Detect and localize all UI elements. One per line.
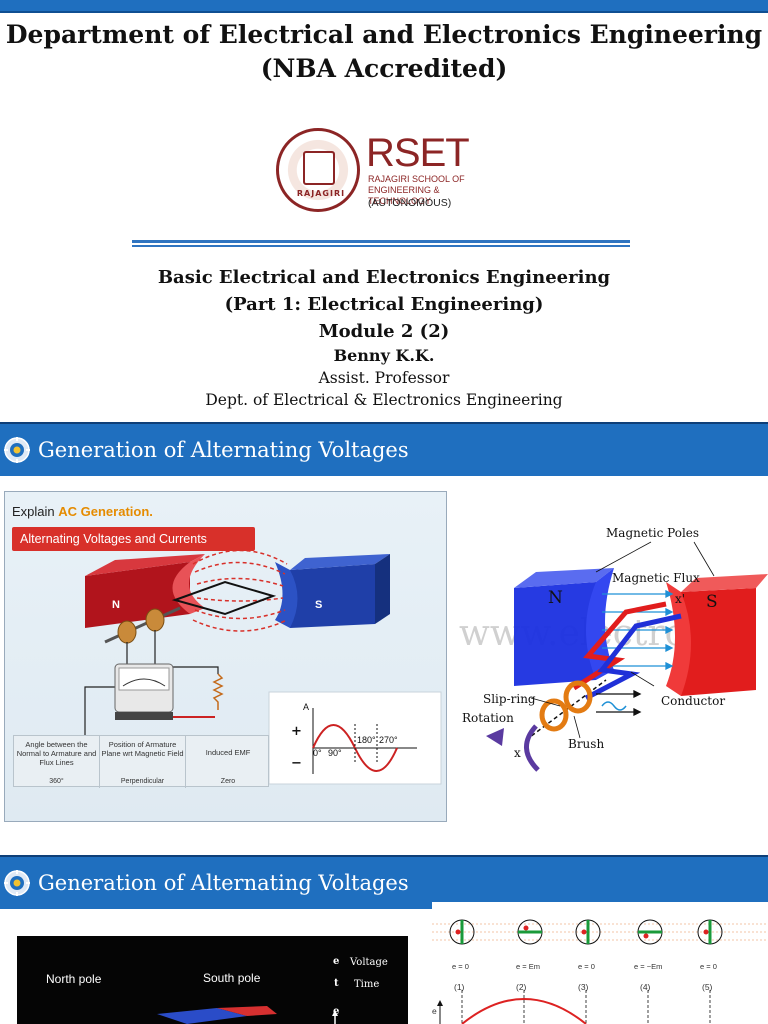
logo-brand: RSET (366, 131, 470, 175)
department-title-line2: (NBA Accredited) (260, 54, 508, 83)
legend-time: Time (354, 979, 380, 990)
label-brush: Brush (568, 737, 605, 751)
label-conductor: Conductor (661, 694, 726, 708)
slide2-band-top-edge (0, 422, 768, 424)
rset-logo: RAJAGIRI RSET RAJAGIRI SCHOOL OF ENGINEE… (276, 128, 498, 220)
topic-banner: Alternating Voltages and Currents (12, 527, 255, 551)
course-line3: Module 2 (2) (318, 321, 450, 342)
rajagiri-seal-icon: RAJAGIRI (276, 128, 360, 212)
phase-pos-1: (1) (454, 982, 465, 992)
phase-sequence-image: e = 0 e = Em e = 0 e = −Em e = 0 (1) (2)… (432, 902, 768, 1024)
table-col1-value: 360° (49, 778, 64, 785)
table-col1: Angle between the Normal to Armature and… (14, 736, 100, 788)
label-x: x (514, 746, 521, 760)
phase-pos-4: (4) (640, 982, 651, 992)
slide3-title-band: Generation of Alternating Voltages (0, 857, 768, 909)
emf-table: Angle between the Normal to Armature and… (13, 735, 270, 788)
phase-drawings (432, 919, 768, 1024)
legend-e-symbol: e (333, 956, 340, 967)
label-magnetic-flux: Magnetic Flux (612, 571, 700, 585)
label-magnetic-poles: Magnetic Poles (606, 526, 700, 540)
table-col3-value: Zero (220, 778, 236, 785)
course-line2: (Part 1: Electrical Engineering) (224, 294, 544, 315)
logo-line2: ENGINEERING & TECHNOLOGY (368, 185, 440, 206)
phase-eq-1: e = 0 (452, 962, 469, 971)
table-col2-header: Position of Armature Plane wrt Magnetic … (101, 740, 184, 758)
table-col3: Induced EMF Zero (186, 736, 270, 788)
top-accent-bar (0, 0, 768, 13)
generator-pole-n: N (112, 599, 120, 611)
presenter-name: Benny K.K. (333, 346, 435, 365)
generator-pole-s: S (315, 599, 323, 611)
graph-tick-0: 0° (313, 748, 322, 758)
presenter-role: Assist. Professor (318, 369, 450, 387)
department-title: Department of Electrical and Electronics… (0, 18, 768, 86)
course-title: Basic Electrical and Electronics Enginee… (0, 264, 768, 345)
table-col2: Position of Armature Plane wrt Magnetic … (100, 736, 186, 788)
graph-axis-label: A (303, 702, 310, 712)
label-rotation: Rotation (462, 711, 514, 725)
legend-e2-symbol: e (333, 1006, 340, 1017)
phase-axis-e: e (432, 1006, 437, 1016)
diagram-pole-s: S (706, 592, 718, 612)
phase-pos-2: (2) (516, 982, 527, 992)
slide2-title: Generation of Alternating Voltages (38, 438, 409, 462)
generator-diagram-drawing (486, 541, 768, 772)
explain-caption: Explain AC Generation. (12, 504, 153, 519)
graph-plus: + (291, 724, 302, 739)
magnet-drawing (157, 1006, 338, 1024)
graph-tick-180: 180° (357, 735, 376, 745)
legend-voltage: Voltage (350, 957, 388, 968)
department-title-line1: Department of Electrical and Electronics… (5, 20, 763, 49)
title-divider-bottom (132, 245, 630, 247)
generator-illustration (84, 549, 442, 785)
course-line1: Basic Electrical and Electronics Enginee… (157, 267, 611, 288)
label-slip-ring: Slip-ring (483, 692, 536, 706)
phase-eq-4: e = −Em (634, 962, 663, 971)
table-col2-value: Perpendicular (120, 778, 165, 785)
slide3-band-top-edge (0, 855, 768, 857)
phase-eq-2: e = Em (516, 962, 540, 971)
logo-line3: (AUTONOMOUS) (368, 197, 452, 209)
generator-animation-image: North pole South pole e Voltage t Time e (17, 936, 408, 1024)
diagram-pole-n: N (548, 588, 563, 608)
ac-generation-image: Explain AC Generation. Alternating Volta… (4, 491, 447, 822)
college-gear-icon (4, 870, 30, 896)
graph-tick-90: 90° (328, 748, 342, 758)
phase-pos-5: (5) (702, 982, 713, 992)
explain-prefix: Explain (12, 504, 59, 519)
presenter-department: Dept. of Electrical & Electronics Engine… (205, 391, 563, 409)
explain-accent: AC Generation. (58, 504, 153, 519)
legend-t-symbol: t (334, 978, 339, 989)
title-divider-top (132, 240, 630, 243)
phase-eq-5: e = 0 (700, 962, 717, 971)
seal-text: RAJAGIRI (296, 189, 346, 198)
slide2-title-band: Generation of Alternating Voltages (0, 424, 768, 476)
table-col1-header: Angle between the Normal to Armature and… (16, 740, 97, 767)
table-col3-header: Induced EMF (205, 748, 251, 757)
label-north-pole: North pole (46, 972, 102, 986)
seal-shield (303, 151, 335, 185)
graph-tick-270: 270° (379, 735, 398, 745)
graph-minus: − (291, 756, 302, 771)
logo-line1: RAJAGIRI SCHOOL OF (368, 174, 465, 184)
label-south-pole: South pole (203, 971, 261, 985)
phase-eq-3: e = 0 (578, 962, 595, 971)
slide3-title: Generation of Alternating Voltages (38, 871, 409, 895)
phase-pos-3: (3) (578, 982, 589, 992)
label-x-prime: x' (675, 592, 686, 606)
college-gear-icon (4, 437, 30, 463)
generator-diagram: www.electroni (456, 520, 768, 775)
